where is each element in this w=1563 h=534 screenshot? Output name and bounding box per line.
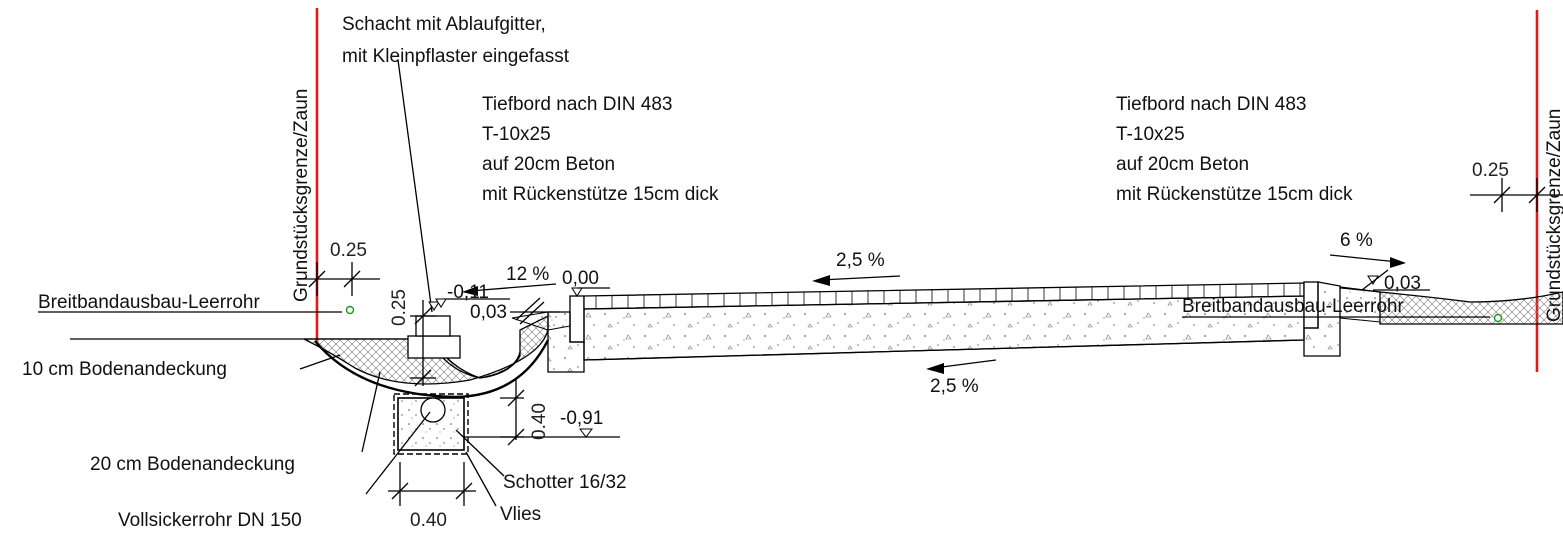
level-tick-003-right	[1361, 269, 1389, 291]
dim-left-025: 0.25	[330, 240, 367, 261]
label-shaft-line1: Schacht mit Ablaufgitter,	[342, 14, 546, 35]
label-soil-10: 10 cm Bodenandeckung	[22, 359, 227, 380]
label-curb-right-0: Tiefbord nach DIN 483	[1116, 94, 1306, 115]
level-m091: -0,91	[560, 408, 603, 429]
dim-shaft-025: 0.25	[389, 289, 410, 326]
right-ground-line	[1339, 286, 1381, 293]
dimension-shaft-025	[410, 300, 436, 387]
label-property-left: Grundstücksgrenze/Zaun	[291, 89, 312, 302]
label-soil-20: 20 cm Bodenandeckung	[90, 454, 295, 475]
label-curb-right-2: auf 20cm Beton	[1116, 154, 1249, 175]
label-gravel: Schotter 16/32	[503, 472, 627, 493]
label-conduit-left: Breitbandausbau-Leerrohr	[38, 292, 260, 313]
leader-gravel	[455, 429, 505, 477]
slope-arrow-25-bottom	[926, 359, 997, 374]
conduit-left-marker	[345, 305, 355, 315]
fleece-wrap	[393, 393, 469, 455]
slope-25-top: 2,5 %	[836, 250, 885, 271]
right-soil-hatch	[1379, 291, 1563, 325]
dimension-right-025	[1470, 178, 1563, 212]
leader-pipe	[365, 411, 431, 495]
shaft-cap	[415, 315, 451, 337]
label-fleece: Vlies	[500, 504, 541, 525]
conduit-right-marker	[1493, 313, 1503, 323]
leader-soil-20	[361, 371, 381, 453]
level-000: 0,00	[562, 268, 599, 289]
label-pipe: Vollsickerrohr DN 150	[118, 510, 302, 531]
level-marker-m091	[579, 428, 593, 438]
dimension-trench-040-v	[500, 380, 525, 446]
level-tick-003-left-a	[515, 297, 541, 321]
level-marker-003-right	[1367, 275, 1379, 285]
label-property-right: Grundstücksgrenze/Zaun	[1544, 109, 1563, 322]
right-curb-foundation	[1303, 281, 1341, 357]
level-tick-003-left-b	[519, 301, 545, 325]
slope-25-bottom: 2,5 %	[930, 376, 979, 397]
label-curb-right-1: T-10x25	[1116, 124, 1185, 145]
shaft-level-marker	[428, 301, 440, 311]
dim-right-025: 0.25	[1472, 160, 1509, 181]
slope-12: 12 %	[506, 264, 549, 285]
shaft-grate	[407, 335, 461, 359]
dimension-trench-040-h	[388, 462, 476, 506]
dim-trench-040-h: 0.40	[410, 510, 447, 531]
slope-6: 6 %	[1340, 230, 1373, 251]
label-shaft-line2: mit Kleinpflaster eingefasst	[342, 46, 570, 67]
level-marker-000	[571, 287, 583, 297]
leader-fleece	[465, 451, 497, 507]
label-conduit-right: Breitbandausbau-Leerrohr	[1182, 296, 1404, 317]
leader-soil-10	[299, 354, 341, 370]
level-m011: -0,11	[447, 282, 489, 303]
paving-joints	[595, 283, 1301, 309]
level-marker-m011	[435, 298, 447, 308]
slope-arrow-25-top	[812, 275, 901, 286]
label-curb-left-2: auf 20cm Beton	[482, 154, 615, 175]
level-003-left: 0,03	[470, 302, 507, 323]
shaft-leader	[397, 59, 433, 313]
label-curb-left-1: T-10x25	[482, 124, 551, 145]
label-curb-left-0: Tiefbord nach DIN 483	[482, 94, 672, 115]
road-base-bottom	[583, 339, 1305, 361]
label-curb-right-3: mit Rückenstütze 15cm dick	[1116, 184, 1353, 205]
label-curb-left-3: mit Rückenstütze 15cm dick	[482, 184, 719, 205]
left-curb-stone	[569, 295, 585, 343]
swale-bottom-line	[314, 339, 550, 399]
dim-trench-040-v: 0.40	[529, 403, 550, 440]
dimension-left-025	[298, 262, 380, 296]
level-003-right: 0,03	[1384, 273, 1421, 294]
slope-arrow-6	[1329, 254, 1406, 268]
slope-arrow-12	[462, 283, 557, 296]
